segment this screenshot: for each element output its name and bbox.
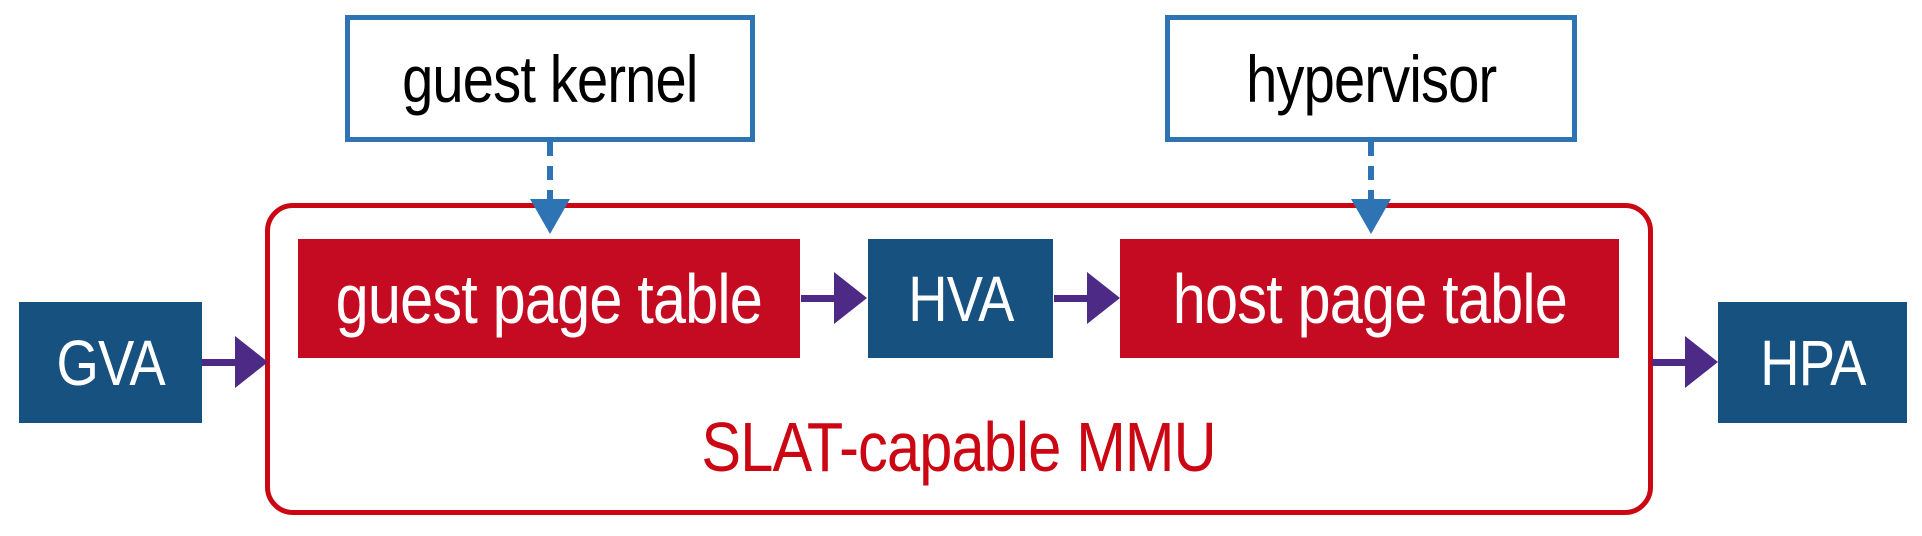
hypervisor-box: hypervisor [1165,15,1577,142]
arrow-down-dashed-icon [1351,142,1391,234]
mmu-container-label: SLAT-capable MMU [701,408,1217,486]
guest-kernel-label: guest kernel [402,41,698,116]
host-page-table-box: host page table [1120,239,1619,358]
arrow-right-icon [202,336,268,388]
guest-kernel-to-guest-page-table-arrow [527,142,573,237]
arrow-right-icon [801,272,867,324]
hpa-box: HPA [1718,302,1907,423]
arrow-right-icon [1054,272,1120,324]
arrow-right-icon [1652,336,1718,388]
guest-kernel-box: guest kernel [345,15,755,142]
host-page-table-label: host page table [1172,259,1567,338]
guest-page-table-box: guest page table [298,239,800,358]
guest-page-table-to-hva-arrow [801,270,867,326]
gva-label: GVA [56,326,165,399]
hva-to-host-page-table-arrow [1054,270,1120,326]
hpa-label: HPA [1759,326,1866,399]
arrow-down-dashed-icon [530,142,570,234]
gva-to-mmu-arrow [202,334,268,390]
hypervisor-label: hypervisor [1245,41,1497,116]
mmu-to-hpa-arrow [1652,334,1718,390]
hva-label: HVA [907,262,1014,335]
guest-page-table-label: guest page table [335,259,763,338]
hva-box: HVA [868,239,1053,358]
hypervisor-to-host-page-table-arrow [1348,142,1394,237]
gva-box: GVA [19,302,202,423]
